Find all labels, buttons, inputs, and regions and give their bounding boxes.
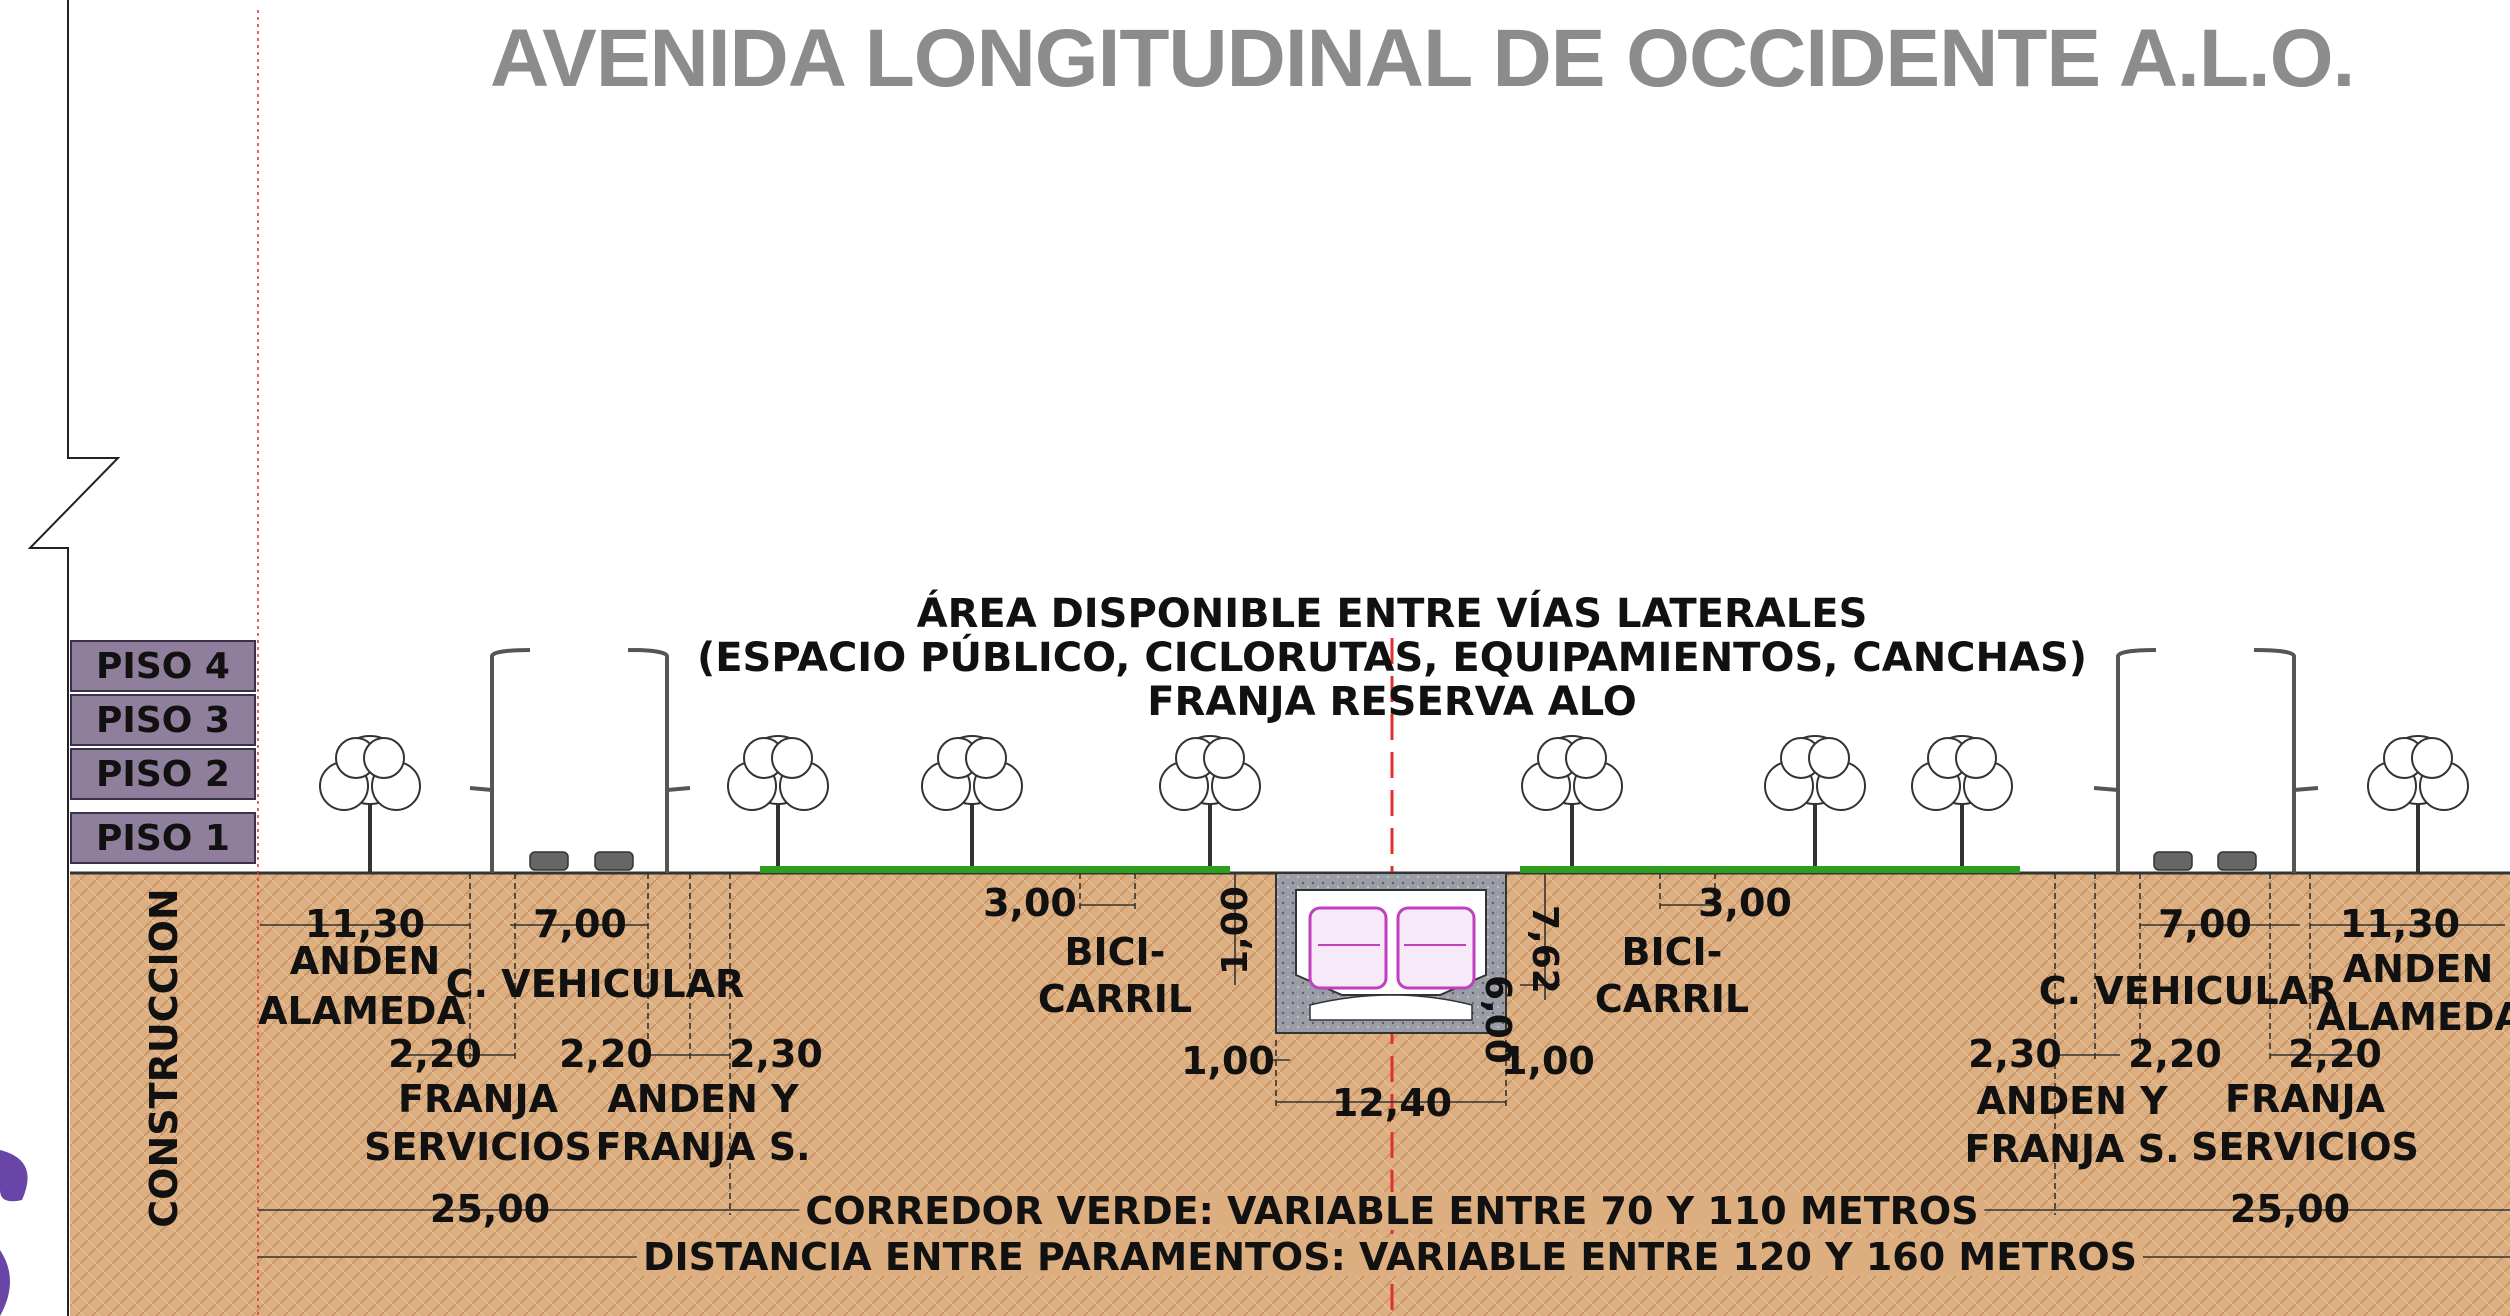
right-c-vehicular: C. VEHICULAR xyxy=(2038,969,2338,1013)
tree-1 xyxy=(319,735,421,873)
building-outline xyxy=(27,0,121,1316)
area-line-2: (ESPACIO PÚBLICO, CICLORUTAS, EQUIPAMIEN… xyxy=(696,635,2088,681)
right-anden-alameda-dim: 11,30 xyxy=(2339,902,2461,946)
cars xyxy=(529,851,2257,871)
left-franja-dim: 2,20 xyxy=(388,1032,482,1076)
tunnel-structure xyxy=(1275,872,1507,1034)
right-franja-l2: SERVICIOS xyxy=(2191,1125,2419,1169)
street-lights xyxy=(469,648,2319,873)
tunnel-left-wall-dim: 1,00 xyxy=(1181,1039,1275,1083)
left-anden-alameda-l1: ANDEN xyxy=(289,939,441,983)
area-line-3: FRANJA RESERVA ALO xyxy=(1147,679,1637,725)
left-c-vehicular-dim: 7,00 xyxy=(533,902,627,946)
left-franja-l2: SERVICIOS xyxy=(364,1125,592,1169)
right-franja-l1: FRANJA xyxy=(2225,1077,2385,1121)
tree-3 xyxy=(921,735,1023,873)
tree-6 xyxy=(1764,735,1866,873)
left-bici-l1: BICI- xyxy=(1064,930,1166,974)
left-bici-dim: 3,00 xyxy=(983,881,1077,925)
right-bici-dim: 3,00 xyxy=(1698,881,1792,925)
right-bici-l2: CARRIL xyxy=(1594,977,1750,1021)
right-anden-franja-l2: FRANJA S. xyxy=(1964,1127,2180,1171)
page-title: AVENIDA LONGITUDINAL DE OCCIDENTE A.L.O. xyxy=(490,13,2355,104)
tree-4 xyxy=(1159,735,1261,873)
floor-label-1: PISO 1 xyxy=(70,812,256,864)
grass-strip xyxy=(760,866,2020,873)
left-anden-alameda-dim: 11,30 xyxy=(304,902,426,946)
right-c-vehicular-dim: 7,00 xyxy=(2158,902,2252,946)
distancia-label: DISTANCIA ENTRE PARAMENTOS: VARIABLE ENT… xyxy=(636,1238,2144,1276)
right-total-dim: 25,00 xyxy=(2229,1187,2351,1231)
left-c-vehicular: C. VEHICULAR xyxy=(445,962,745,1006)
tunnel-right-wall-dim: 1,00 xyxy=(1501,1039,1595,1083)
tunnel-total-height-dim: 7,62 xyxy=(1524,905,1565,994)
right-anden-alameda-l2: ALAMEDA xyxy=(2316,995,2510,1039)
floor-label-4: PISO 4 xyxy=(70,640,256,692)
right-franja-dim: 2,20 xyxy=(2288,1032,2382,1076)
left-anden-franja-dim1: 2,20 xyxy=(559,1032,653,1076)
left-anden-franja-l2: FRANJA S. xyxy=(595,1125,811,1169)
right-anden-franja-l1: ANDEN Y xyxy=(1976,1079,2168,1123)
left-anden-franja-l1: ANDEN Y xyxy=(607,1077,799,1121)
tunnel-width-dim: 12,40 xyxy=(1331,1081,1453,1125)
right-anden-alameda-l1: ANDEN xyxy=(2342,947,2494,991)
right-anden-franja-dim1: 2,20 xyxy=(2128,1032,2222,1076)
floor-label-3: PISO 3 xyxy=(70,694,256,746)
right-anden-franja-dim2: 2,30 xyxy=(1968,1032,2062,1076)
area-line-1: ÁREA DISPONIBLE ENTRE VÍAS LATERALES xyxy=(916,591,1868,637)
purple-mark xyxy=(0,1150,28,1316)
left-total-dim: 25,00 xyxy=(429,1187,551,1231)
left-bici-l2: CARRIL xyxy=(1037,977,1193,1021)
tree-2 xyxy=(727,735,829,873)
floor-label-2: PISO 2 xyxy=(70,748,256,800)
tunnel-cover-dim: 1,00 xyxy=(1215,886,1256,975)
construccion-label: CONSTRUCCION xyxy=(142,888,186,1228)
trees xyxy=(319,735,2469,873)
area-description: ÁREA DISPONIBLE ENTRE VÍAS LATERALES (ES… xyxy=(697,592,2087,724)
tree-8 xyxy=(2367,735,2469,873)
left-franja-l1: FRANJA xyxy=(398,1077,558,1121)
tree-5 xyxy=(1521,735,1623,873)
right-bici-l1: BICI- xyxy=(1621,930,1723,974)
tree-7 xyxy=(1911,735,2013,873)
corredor-verde-label: CORREDOR VERDE: VARIABLE ENTRE 70 Y 110 … xyxy=(799,1192,1985,1230)
left-anden-alameda-l2: ALAMEDA xyxy=(258,989,466,1033)
left-anden-franja-dim2: 2,30 xyxy=(729,1032,823,1076)
